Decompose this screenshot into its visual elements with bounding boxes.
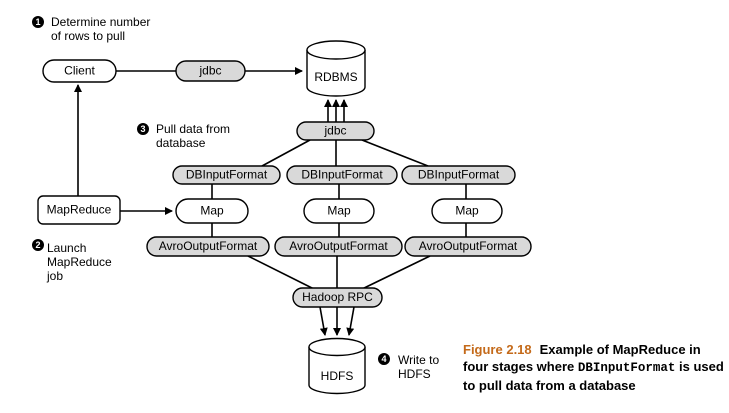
dbinput-node-2: DBInputFormat	[286, 165, 398, 185]
jdbc-to-dbinput-right-line	[361, 139, 429, 167]
map-node-1: Map	[175, 198, 249, 224]
jdbc-mid-label: jdbc	[323, 124, 346, 138]
step-4-number: 4	[381, 354, 386, 364]
avro-to-rpc-right-line	[359, 255, 431, 291]
jdbc-mid-node: jdbc	[296, 121, 375, 141]
step-2-annotation: 2 Launch MapReduce job	[32, 239, 112, 283]
caption-text-before: Example of MapReduce in four stages wher…	[463, 342, 701, 374]
step-1-line-1: Determine number	[51, 15, 150, 29]
hadoop-rpc-node: Hadoop RPC	[292, 287, 383, 308]
rpc-to-hdfs-arrow-right	[346, 306, 355, 336]
avrooutput-label-3: AvroOutputFormat	[419, 239, 518, 253]
caption-code: DBInputFormat	[577, 361, 676, 375]
step-3-line-1: Pull data from	[156, 122, 230, 136]
avrooutput-node-1: AvroOutputFormat	[146, 236, 270, 257]
dbinput-label-2: DBInputFormat	[301, 168, 383, 182]
rdbms-database-icon: RDBMS	[306, 40, 366, 97]
avrooutput-node-3: AvroOutputFormat	[404, 236, 532, 257]
step-1-number: 1	[35, 17, 40, 27]
jdbc-top-node: jdbc	[175, 60, 246, 82]
jdbc-top-label: jdbc	[198, 64, 221, 78]
map-label-1: Map	[200, 204, 224, 218]
client-node: Client	[42, 59, 117, 83]
step-2-line-2: MapReduce	[47, 255, 112, 269]
step-3-badge-icon	[137, 123, 149, 135]
jdbc-to-dbinput-left-line	[261, 139, 311, 167]
step-4-badge-icon	[378, 353, 390, 365]
figure-number: Figure 2.18	[463, 342, 532, 357]
client-label: Client	[64, 64, 95, 78]
mapreduce-node: MapReduce	[37, 195, 121, 225]
hdfs-label: HDFS	[321, 369, 354, 383]
caption-text-after: is used to pull data from a database	[463, 359, 724, 393]
avrooutput-label-1: AvroOutputFormat	[159, 239, 258, 253]
rdbms-label: RDBMS	[314, 70, 357, 84]
step-2-number: 2	[35, 240, 40, 250]
map-node-3: Map	[431, 198, 503, 224]
step-1-line-2: of rows to pull	[51, 29, 125, 43]
map-node-2: Map	[303, 198, 375, 224]
dbinput-label-3: DBInputFormat	[418, 168, 500, 182]
dbinput-label-1: DBInputFormat	[186, 168, 268, 182]
avro-to-rpc-left-line	[247, 255, 317, 291]
map-label-2: Map	[327, 204, 351, 218]
map-label-3: Map	[455, 204, 479, 218]
step-2-line-1: Launch	[47, 241, 86, 255]
step-4-annotation: 4 Write to HDFS	[378, 353, 439, 381]
step-1-annotation: 1 Determine number of rows to pull	[32, 15, 150, 43]
hdfs-database-icon: HDFS	[308, 337, 366, 395]
step-3-number: 3	[140, 124, 145, 134]
step-4-line-1: Write to	[398, 353, 439, 367]
connectors	[74, 67, 467, 336]
mapreduce-label: MapReduce	[47, 203, 112, 217]
step-1-badge-icon	[32, 16, 44, 28]
avrooutput-node-2: AvroOutputFormat	[274, 236, 403, 257]
hadoop-rpc-label: Hadoop RPC	[302, 290, 373, 304]
dbinput-node-3: DBInputFormat	[401, 165, 516, 185]
avrooutput-label-2: AvroOutputFormat	[289, 239, 388, 253]
step-2-badge-icon	[32, 239, 44, 251]
step-4-line-2: HDFS	[398, 367, 431, 381]
step-2-line-3: job	[46, 269, 63, 283]
step-3-annotation: 3 Pull data from database	[137, 122, 230, 150]
rpc-to-hdfs-arrow-left	[319, 306, 328, 336]
dbinput-node-1: DBInputFormat	[172, 165, 281, 185]
step-3-line-2: database	[156, 136, 206, 150]
